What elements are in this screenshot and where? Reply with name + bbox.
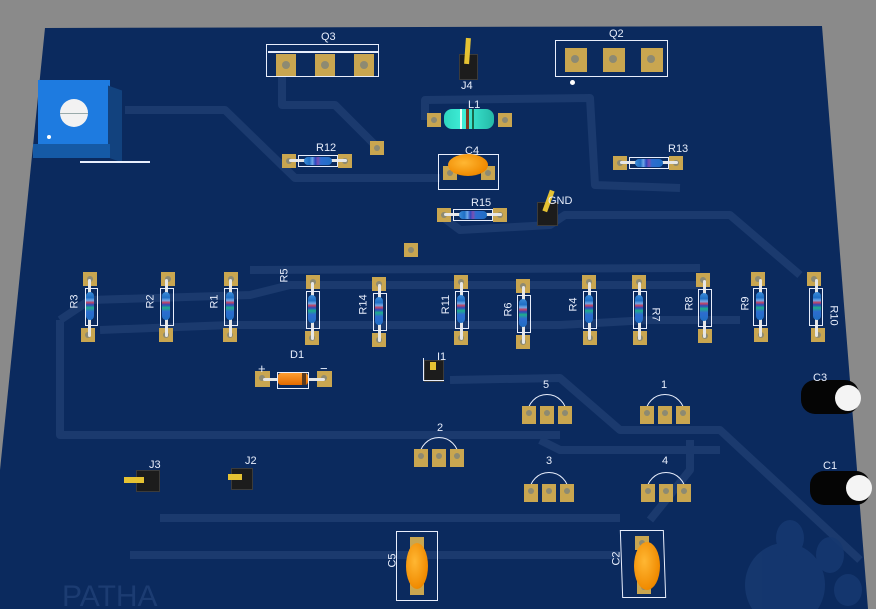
resistor-r13[interactable] xyxy=(613,154,685,172)
r11-label: R11 xyxy=(440,294,453,315)
c3-label: C3 xyxy=(813,372,828,384)
resistor-r11[interactable] xyxy=(452,275,472,347)
to92-footprint-3[interactable] xyxy=(522,470,578,506)
connector-j4[interactable] xyxy=(457,37,479,80)
resistor-r14[interactable] xyxy=(370,277,390,349)
resistor-r5[interactable] xyxy=(302,275,322,347)
j2-label: J2 xyxy=(245,455,257,467)
diode-plus-label: + xyxy=(258,361,266,376)
j3-label: J3 xyxy=(149,459,161,471)
resistor-r1[interactable] xyxy=(220,272,240,344)
resistor-r2[interactable] xyxy=(156,272,176,344)
d1-label: D1 xyxy=(290,349,305,361)
to92-footprint-1[interactable] xyxy=(638,392,694,428)
r10-label: R10 xyxy=(827,305,840,326)
resistor-r8[interactable] xyxy=(695,273,715,345)
r14-label: R14 xyxy=(357,294,370,315)
i1-label: I1 xyxy=(437,351,447,363)
connector-j2[interactable] xyxy=(226,466,258,490)
r9-label: R9 xyxy=(739,296,752,311)
to92-footprint-4[interactable] xyxy=(639,470,695,506)
to92-2-label: 2 xyxy=(437,422,444,434)
to92-1-label: 1 xyxy=(661,379,668,391)
r12-label: R12 xyxy=(316,142,337,154)
capacitor-c2[interactable] xyxy=(619,530,667,600)
resistor-r10[interactable] xyxy=(806,272,828,344)
r1-label: R1 xyxy=(208,294,221,309)
q2-label: Q2 xyxy=(609,28,624,40)
resistor-r12[interactable] xyxy=(282,152,354,170)
inductor-l1[interactable] xyxy=(424,104,514,134)
c2-label: C2 xyxy=(610,551,623,566)
capacitor-c5[interactable] xyxy=(396,531,440,601)
r15-label: R15 xyxy=(471,197,492,209)
r3-label: R3 xyxy=(68,294,81,309)
c1-label: C1 xyxy=(823,460,838,472)
connector-i1[interactable] xyxy=(423,358,445,382)
via-pad xyxy=(370,141,384,155)
to92-5-label: 5 xyxy=(543,379,550,391)
resistor-r4[interactable] xyxy=(580,275,600,347)
capacitor-c4[interactable] xyxy=(438,154,500,190)
connector-j3[interactable] xyxy=(122,467,162,493)
potentiometer[interactable] xyxy=(33,80,150,165)
r4-label: R4 xyxy=(567,297,580,312)
diode-d1[interactable] xyxy=(255,368,335,390)
r2-label: R2 xyxy=(144,294,157,309)
via-pad xyxy=(404,243,418,257)
to92-footprint-2[interactable] xyxy=(412,435,468,471)
resistor-r9[interactable] xyxy=(750,272,770,344)
to92-4-label: 4 xyxy=(662,455,669,467)
resistor-r7[interactable] xyxy=(630,275,650,347)
c5-label: C5 xyxy=(386,553,399,568)
r13-label: R13 xyxy=(668,143,689,155)
capacitor-c1[interactable] xyxy=(810,471,872,505)
watermark-text: PATHA xyxy=(62,580,158,609)
gnd-label: GND xyxy=(548,195,573,207)
l1-label: L1 xyxy=(468,99,481,111)
resistor-r6[interactable] xyxy=(514,279,534,351)
r8-label: R8 xyxy=(683,296,696,311)
transistor-q3[interactable] xyxy=(266,44,380,78)
connector-gnd[interactable] xyxy=(536,189,560,226)
diode-minus-label: − xyxy=(320,361,328,376)
j4-label: J4 xyxy=(461,80,473,92)
r6-label: R6 xyxy=(502,302,515,317)
capacitor-c3[interactable] xyxy=(801,380,861,414)
r7-label: R7 xyxy=(649,307,662,322)
q3-label: Q3 xyxy=(321,31,336,43)
resistor-r15[interactable] xyxy=(437,206,509,224)
r5-label: R5 xyxy=(278,268,291,283)
to92-footprint-5[interactable] xyxy=(520,392,576,428)
c4-label: C4 xyxy=(465,145,480,157)
transistor-q2[interactable] xyxy=(555,40,669,85)
resistor-r3[interactable] xyxy=(80,272,100,344)
to92-3-label: 3 xyxy=(546,455,553,467)
paw-logo-icon xyxy=(745,520,862,609)
